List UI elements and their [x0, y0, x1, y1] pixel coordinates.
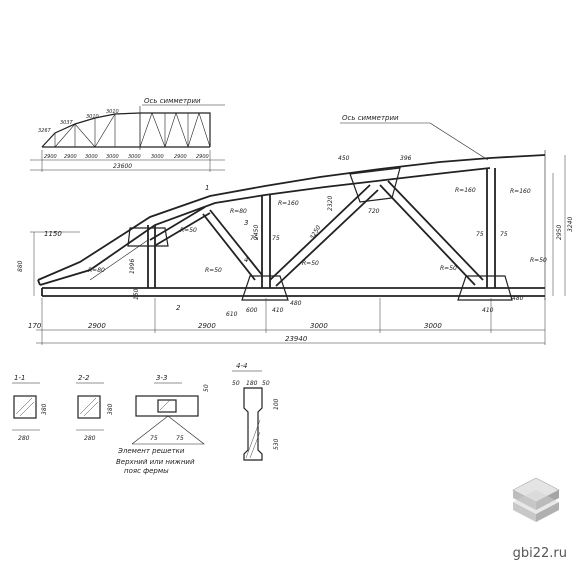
schema-total: 23600	[113, 163, 132, 170]
label-r50-c: R=50	[302, 260, 319, 267]
label-r160-a: R=160	[278, 200, 299, 207]
label-1996: 1996	[129, 259, 136, 274]
label-75-d: 75	[500, 231, 508, 238]
dim-bay-1: 2900	[88, 322, 106, 330]
label-r50-d: R=50	[440, 265, 457, 272]
label-node-450: 450	[338, 155, 350, 162]
section-mark-1: 1	[205, 184, 209, 192]
section-3-3: 3-3 75 75 50 Элемент решетки Верхний или…	[116, 374, 210, 475]
label-410-a: 410	[272, 307, 284, 314]
truss-main: 170 2900 2900 3000 3000 23940 1150 880 2…	[17, 114, 574, 345]
stacked-slabs-icon	[512, 477, 560, 522]
dim-bay-3: 3000	[310, 322, 328, 330]
section-1-1: 1-1 280 380	[12, 374, 48, 442]
label-75-c: 75	[476, 231, 484, 238]
section-2-2-title: 2-2	[78, 374, 90, 382]
schema-seg8: 2900	[196, 154, 209, 160]
label-2450: 2450	[253, 225, 260, 240]
section-1-1-height: 380	[41, 403, 48, 415]
label-600: 600	[246, 307, 258, 314]
label-150: 150	[133, 288, 140, 300]
dim-height-total: 3240	[567, 217, 574, 232]
note-chord-2: пояс фермы	[124, 467, 169, 475]
label-75-b: 75	[272, 235, 280, 242]
section-3-3-b: 75	[176, 435, 184, 442]
section-4-4: 4-4 50 180 50 100 530	[232, 362, 280, 461]
label-75-a: 75	[250, 235, 258, 242]
label-r80-top: R=80	[230, 208, 247, 215]
label-720: 720	[368, 208, 380, 215]
section-2-2-height: 380	[107, 403, 114, 415]
schema-h2: 3037	[60, 120, 74, 126]
section-3-3-h: 50	[203, 384, 210, 392]
label-410-b: 410	[482, 307, 494, 314]
label-r50-e: R=50	[530, 257, 547, 264]
main-axis-label: Ось симметрии	[342, 114, 399, 122]
section-4-4-a: 50	[232, 380, 240, 387]
dim-height-support: 880	[17, 260, 24, 272]
schema-h1: 3267	[38, 128, 52, 134]
schema-seg1: 2900	[44, 154, 57, 160]
schema-seg2: 2900	[64, 154, 77, 160]
label-r160-b: R=160	[455, 187, 476, 194]
dim-height-left: 1150	[44, 230, 62, 238]
section-4-4-title: 4-4	[236, 362, 247, 370]
label-2320: 2320	[327, 196, 334, 211]
section-2-2-width: 280	[84, 435, 96, 442]
section-mark-2: 2	[176, 304, 181, 312]
label-r160-c: R=160	[510, 188, 531, 195]
dim-overall: 23940	[285, 335, 308, 343]
section-4-4-h2: 530	[273, 438, 280, 450]
truss-schema: 2900 2900 3000 3000 3000 3000 2900 2900 …	[30, 97, 225, 172]
label-480-a: 480	[290, 300, 302, 307]
section-4-4-b: 180	[246, 380, 258, 387]
section-2-2: 2-2 280 380	[76, 374, 114, 442]
section-mark-3: 3	[244, 219, 248, 227]
schema-axis-label: Ось симметрии	[144, 97, 201, 105]
note-chord: Верхний или нижний	[116, 458, 195, 466]
section-4-4-c: 50	[262, 380, 270, 387]
schema-seg3: 3000	[85, 154, 98, 160]
schema-seg5: 3000	[128, 154, 141, 160]
schema-seg6: 3000	[151, 154, 164, 160]
label-node-396: 396	[400, 155, 412, 162]
dim-bay-4: 3000	[424, 322, 442, 330]
label-r50-a: R=50	[180, 227, 197, 234]
schema-h3: 3010	[86, 114, 99, 120]
label-r80-left: R=80	[88, 267, 105, 274]
label-r50-b: R=50	[205, 267, 222, 274]
section-3-3-title: 3-3	[156, 374, 167, 382]
section-3-3-a: 75	[150, 435, 158, 442]
dim-height-inner: 2950	[556, 225, 563, 240]
schema-h4: 3010	[106, 109, 119, 115]
note-lattice: Элемент решетки	[117, 447, 185, 455]
section-4-4-h1: 100	[273, 398, 280, 410]
watermark: gbi22.ru	[512, 546, 567, 561]
label-610: 610	[226, 311, 238, 318]
section-1-1-width: 280	[18, 435, 30, 442]
section-mark-4: 4	[244, 256, 248, 264]
dim-left-offset: 170	[28, 322, 42, 330]
section-1-1-title: 1-1	[14, 374, 25, 382]
schema-seg7: 2900	[174, 154, 187, 160]
dim-bay-2: 2900	[198, 322, 216, 330]
schema-seg4: 3000	[106, 154, 119, 160]
label-480-b: 480	[512, 295, 524, 302]
